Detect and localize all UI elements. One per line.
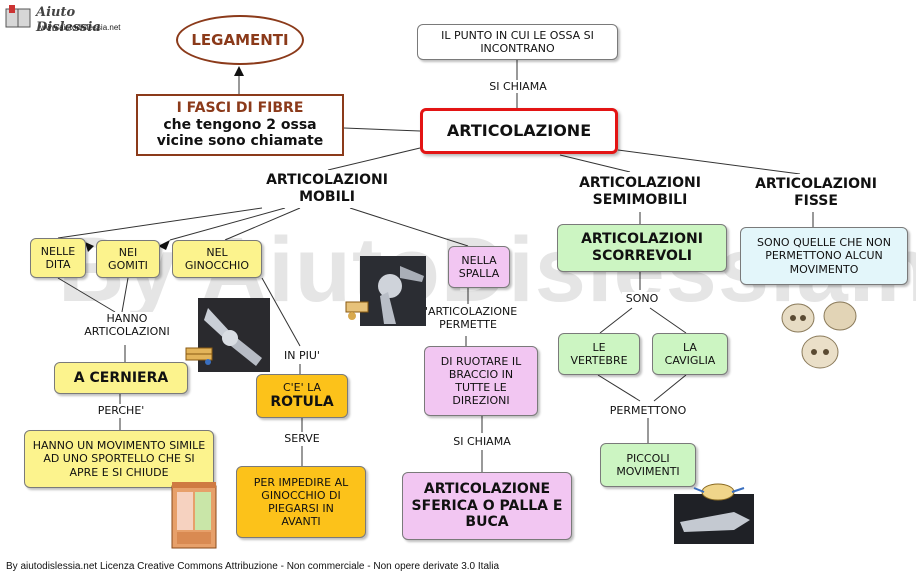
piccoli-text: PICCOLI MOVIMENTI [616,451,680,478]
sferica-text: ARTICOLAZIONE SFERICA O PALLA E BUCA [411,480,563,531]
articolazione-text: ARTICOLAZIONE [446,121,592,141]
label-in-piu: IN PIU' [278,349,326,363]
rotula-text: ROTULA [270,394,334,411]
fasci-line1: I FASCI DI FIBRE [176,99,304,116]
label-permette: L'ARTICOLAZIONE PERMETTE [418,305,518,332]
license-footer: By aiutodislessia.net Licenza Creative C… [6,561,500,572]
label-sono: SONO [622,292,662,306]
punto-text: IL PUNTO IN CUI LE OSSA SI INCONTRANO [441,28,594,55]
logo-title: Aiuto Dislessia [36,5,101,35]
node-scorrevoli: ARTICOLAZIONI SCORREVOLI [557,224,727,272]
site-logo[interactable]: Aiuto Dislessia www.aiutodislessia.net [4,3,128,35]
wardrobe-image [171,482,217,549]
ruotare-text: DI RUOTARE IL BRACCIO IN TUTTE LE DIREZI… [440,354,522,408]
fasci-line2: che tengono 2 ossa [163,116,317,133]
impedire-text: PER IMPEDIRE AL GINOCCHIO DI PIEGARSI IN… [253,475,349,529]
ginocchio-text: NEL GINOCCHIO [184,245,250,272]
node-gomiti: NEI GOMITI [96,240,160,278]
foot-xray-image [674,483,754,544]
node-vertebre: LE VERTEBRE [558,333,640,375]
node-dita: NELLE DITA [30,238,86,278]
sono-quelle-text: SONO QUELLE CHE NON PERMETTONO ALCUN MOV… [757,236,891,276]
dita-text: NELLE DITA [40,244,76,271]
movimento-text: HANNO UN MOVIMENTO SIMILE AD UNO SPORTEL… [32,439,206,479]
node-mobili: ARTICOLAZIONI MOBILI [262,170,392,208]
hinge-image [185,347,213,365]
node-spalla: NELLA SPALLA [448,246,510,288]
node-piccoli: PICCOLI MOVIMENTI [600,443,696,487]
node-sono-quelle: SONO QUELLE CHE NON PERMETTONO ALCUN MOV… [740,227,908,285]
label-si-chiama-2: SI CHIAMA [444,435,520,449]
node-rotula: C'E' LA ROTULA [256,374,348,418]
scorrevoli-text: ARTICOLAZIONI SCORREVOLI [581,231,703,264]
skull-icon [781,301,857,369]
caviglia-text: LA CAVIGLIA [664,340,716,367]
legamenti-text: LEGAMENTI [191,31,289,49]
book-icon [5,5,31,28]
node-sferica: ARTICOLAZIONE SFERICA O PALLA E BUCA [402,472,572,540]
fasci-line3: vicine sono chiamate [156,133,324,150]
shoulder-xray-image [360,256,426,326]
elbow-xray-image [198,298,270,372]
label-perche: PERCHE' [90,404,152,418]
label-hanno-articolazioni: HANNO ARTICOLAZIONI [72,312,182,339]
label-si-chiama-1: SI CHIAMA [482,80,554,94]
node-impedire: PER IMPEDIRE AL GINOCCHIO DI PIEGARSI IN… [236,466,366,538]
spalla-text: NELLA SPALLA [458,253,500,280]
node-cerniera: A CERNIERA [54,362,188,394]
logo-url: www.aiutodislessia.net [40,23,121,32]
label-serve: SERVE [276,432,328,446]
gomiti-text: NEI GOMITI [108,245,148,272]
node-caviglia: LA CAVIGLIA [652,333,728,375]
node-legamenti: LEGAMENTI [176,15,304,65]
node-ginocchio: NEL GINOCCHIO [172,240,262,278]
node-semimobili: ARTICOLAZIONI SEMIMOBILI [560,172,720,212]
joint-model-image [345,301,369,320]
node-ruotare: DI RUOTARE IL BRACCIO IN TUTTE LE DIREZI… [424,346,538,416]
node-fisse: ARTICOLAZIONI FISSE [738,174,894,212]
node-fasci: I FASCI DI FIBRE che tengono 2 ossa vici… [136,94,344,156]
cerniera-text: A CERNIERA [73,369,169,386]
label-permettono: PERMETTONO [600,404,696,418]
node-punto: IL PUNTO IN CUI LE OSSA SI INCONTRANO [417,24,618,60]
node-movimento: HANNO UN MOVIMENTO SIMILE AD UNO SPORTEL… [24,430,214,488]
vertebre-text: LE VERTEBRE [570,340,628,367]
rotula-top: C'E' LA [282,381,322,394]
node-articolazione: ARTICOLAZIONE [420,108,618,154]
